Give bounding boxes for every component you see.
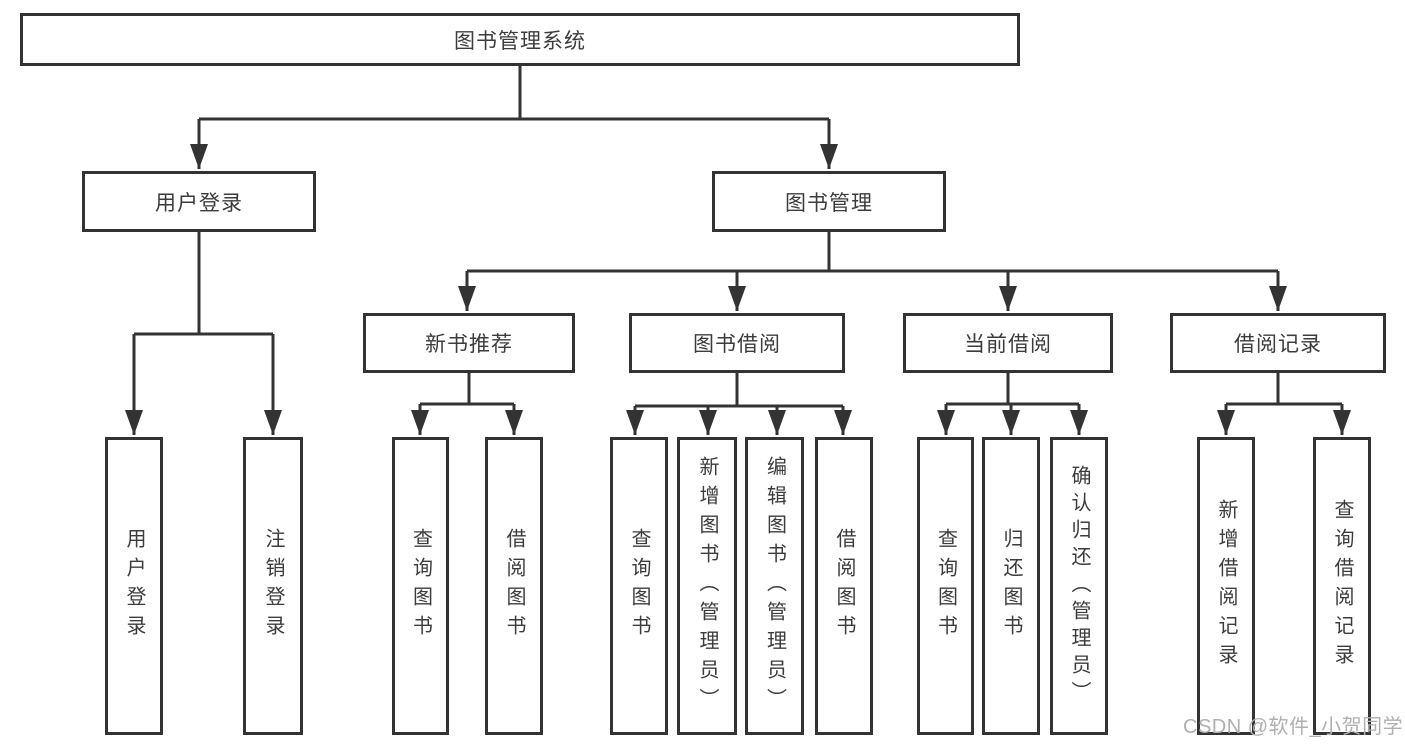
node-book-borrowing-label: 图书借阅 xyxy=(693,333,781,356)
node-query-borrow-record-label: 查询借阅记录 xyxy=(1331,499,1353,673)
node-confirm-return-admin: 确认归还（管理员） xyxy=(1050,437,1108,735)
node-new-book-recommend-label: 新书推荐 xyxy=(425,333,513,356)
node-new-book-recommend: 新书推荐 xyxy=(363,313,575,373)
node-borrow-books-leaf: 借阅图书 xyxy=(815,437,873,735)
node-user-login-label: 用户登录 xyxy=(155,191,243,215)
node-add-book-admin-label: 新增图书（管理员） xyxy=(696,455,718,717)
node-logout: 注销登录 xyxy=(243,437,303,735)
node-logout-label: 注销登录 xyxy=(262,528,284,644)
node-current-borrowing: 当前借阅 xyxy=(903,313,1113,373)
node-root-label: 图书管理系统 xyxy=(454,29,586,53)
node-current-borrowing-label: 当前借阅 xyxy=(964,333,1052,356)
node-query-books-current-label: 查询图书 xyxy=(934,528,957,644)
node-book-borrowing: 图书借阅 xyxy=(629,313,845,373)
node-edit-book-admin-label: 编辑图书（管理员） xyxy=(763,455,786,717)
node-borrow-books-recommend: 借阅图书 xyxy=(485,437,543,735)
node-borrow-books-recommend-label: 借阅图书 xyxy=(503,528,525,644)
csdn-watermark: CSDN @软件_小贺同学 xyxy=(1183,716,1404,738)
node-return-book: 归还图书 xyxy=(982,437,1040,735)
node-user-login: 用户登录 xyxy=(82,171,316,232)
node-user-login-leaf: 用户登录 xyxy=(105,437,163,735)
node-query-books-current: 查询图书 xyxy=(917,437,974,735)
node-query-books-borrowing: 查询图书 xyxy=(610,437,668,735)
node-confirm-return-admin-label: 确认归还（管理员） xyxy=(1068,464,1090,708)
node-user-login-leaf-label: 用户登录 xyxy=(123,528,145,644)
node-add-borrow-record: 新增借阅记录 xyxy=(1197,437,1255,735)
node-query-books-borrowing-label: 查询图书 xyxy=(628,528,650,644)
node-add-borrow-record-label: 新增借阅记录 xyxy=(1215,499,1237,673)
node-borrowing-records-label: 借阅记录 xyxy=(1234,333,1322,356)
node-edit-book-admin: 编辑图书（管理员） xyxy=(745,437,804,735)
node-borrowing-records: 借阅记录 xyxy=(1170,313,1386,373)
node-query-books-recommend: 查询图书 xyxy=(392,437,449,735)
node-borrow-books-leaf-label: 借阅图书 xyxy=(833,528,855,644)
node-query-borrow-record: 查询借阅记录 xyxy=(1313,437,1371,735)
node-add-book-admin: 新增图书（管理员） xyxy=(677,437,737,735)
node-root: 图书管理系统 xyxy=(20,13,1020,66)
node-book-management: 图书管理 xyxy=(712,171,946,232)
node-return-book-label: 归还图书 xyxy=(1000,528,1022,644)
node-query-books-recommend-label: 查询图书 xyxy=(409,528,432,644)
node-book-management-label: 图书管理 xyxy=(785,191,873,215)
